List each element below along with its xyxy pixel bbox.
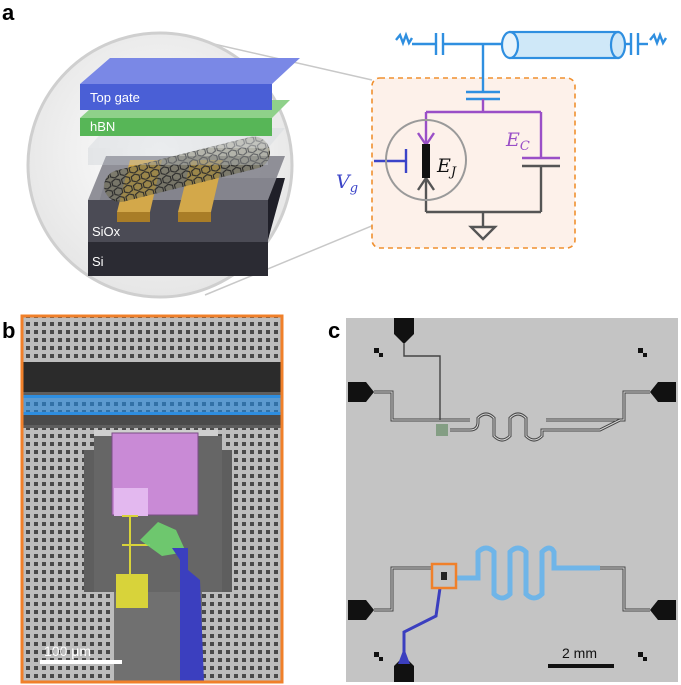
panel-b-frame [20, 314, 284, 684]
input-signal-icon [395, 31, 414, 47]
zoom-box [430, 562, 458, 590]
ec-label: EC [505, 129, 530, 154]
hbn-layer [80, 118, 272, 136]
panel-b: b 100 μm [2, 314, 284, 684]
hbn-label: hBN [90, 119, 115, 134]
top-gate-layer-top [80, 58, 300, 84]
chip-background [346, 318, 678, 682]
dashed-inset-box [371, 77, 576, 249]
top-feedline [374, 344, 650, 442]
gate-line [172, 548, 204, 682]
si-label: Si [92, 254, 104, 269]
ground-symbol [468, 225, 498, 241]
scale-bar-b [40, 660, 122, 664]
right-ground-plane [232, 428, 282, 682]
ej-label: EJ [436, 155, 457, 180]
output-signal-icon [649, 31, 668, 47]
junction-pad [116, 574, 148, 608]
gate-line-c [402, 587, 442, 656]
carbon-nanotube [104, 136, 270, 202]
device-stack-illustration: Top gate hBN SiOx Si [80, 58, 300, 276]
highlighted-resonator [456, 545, 600, 601]
siox-label: SiOx [92, 224, 121, 239]
panel-a: a [2, 0, 668, 299]
bottom-feedline [374, 545, 650, 612]
scale-bar-label-c: 2 mm [562, 645, 597, 661]
scale-bar-c [548, 664, 614, 668]
panel-label-c: c [328, 318, 340, 343]
nanotube-flake [140, 522, 186, 556]
josephson-junction [422, 144, 430, 178]
si-layer [88, 240, 268, 276]
vg-label: Vg [336, 171, 358, 196]
zoom-line-bottom [204, 214, 399, 296]
gate-electrode [374, 149, 408, 173]
top-gate-label: Top gate [90, 90, 140, 105]
junction-circle [385, 119, 467, 201]
alignment-marks [374, 348, 647, 661]
coupling-circuit [417, 99, 560, 160]
scale-bar-label-b: 100 μm [44, 643, 91, 659]
top-gate-layer [80, 84, 272, 110]
left-ground-plane [22, 428, 84, 682]
circuit-schematic: EJ EC Vg [336, 30, 668, 249]
panel-label-a: a [2, 0, 15, 25]
panel-c: c [328, 318, 678, 682]
coax-resonator-icon [500, 30, 627, 60]
panel-label-b: b [2, 318, 15, 343]
